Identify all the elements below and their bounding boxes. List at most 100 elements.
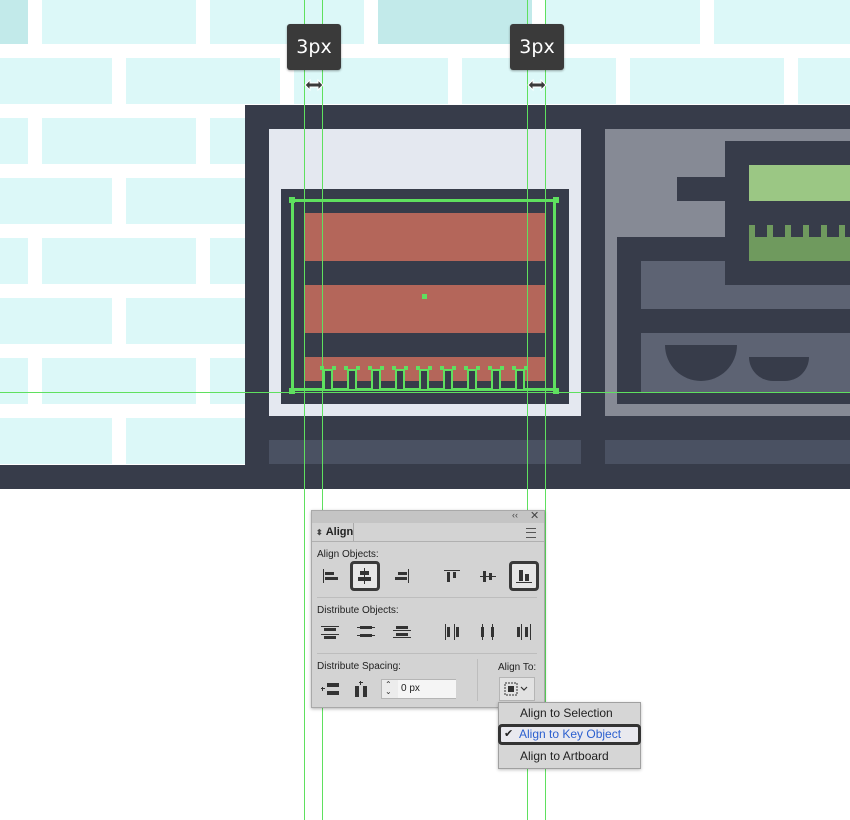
menu-item-align-to-selection[interactable]: Align to Selection xyxy=(499,703,640,724)
vertical-distribute-center-button[interactable] xyxy=(354,621,378,643)
brick xyxy=(42,118,196,164)
panel-menu-icon[interactable] xyxy=(526,528,536,538)
screen-teeth xyxy=(749,225,850,237)
vertical-align-top-button[interactable] xyxy=(440,565,464,587)
vertical-guide[interactable] xyxy=(527,0,528,820)
selection-corner-handle[interactable] xyxy=(289,197,295,203)
vertical-align-center-icon xyxy=(480,571,496,582)
spacing-input[interactable]: 0 px xyxy=(398,680,456,698)
horizontal-align-left-icon xyxy=(323,569,338,583)
brick xyxy=(630,58,784,104)
vertical-guide[interactable] xyxy=(304,0,305,820)
vertical-distribute-bottom-button[interactable] xyxy=(390,621,414,643)
brick xyxy=(378,0,532,44)
brick xyxy=(126,58,280,104)
divider-vertical xyxy=(477,659,478,701)
vertical-distribute-space-button[interactable] xyxy=(318,678,342,700)
collapse-icon[interactable]: ‹‹ xyxy=(512,510,518,520)
tab-align[interactable]: ⬍ Align xyxy=(313,523,354,541)
selection-corner-handle[interactable] xyxy=(553,197,559,203)
vertical-guide[interactable] xyxy=(545,0,546,820)
menu-item-label: Align to Selection xyxy=(520,706,613,720)
horizontal-distribute-space-icon xyxy=(355,681,367,697)
panel-title-bar[interactable]: ‹‹ ✕ xyxy=(312,510,544,523)
align-to-key-object-icon xyxy=(504,682,528,696)
monitor xyxy=(725,141,850,285)
horizontal-distribute-right-button[interactable] xyxy=(512,621,536,643)
horizontal-distribute-center-button[interactable] xyxy=(476,621,500,643)
menu-item-label: Align to Key Object xyxy=(519,727,622,741)
resize-arrow-icon xyxy=(527,78,547,92)
brick xyxy=(42,0,196,44)
brick xyxy=(0,0,28,44)
brick xyxy=(0,358,28,404)
distribute-objects-label: Distribute Objects: xyxy=(317,605,399,616)
panel-tab-row: ⬍ Align xyxy=(312,523,544,542)
vertical-distribute-top-button[interactable] xyxy=(318,621,342,643)
brick xyxy=(0,118,28,164)
selected-book-spines[interactable] xyxy=(318,362,534,392)
selection-corner-handle[interactable] xyxy=(553,388,559,394)
selection-corner-handle[interactable] xyxy=(289,388,295,394)
divider xyxy=(317,653,537,654)
align-objects-label: Align Objects: xyxy=(317,549,379,560)
brick xyxy=(714,0,850,44)
close-icon[interactable]: ✕ xyxy=(530,510,540,522)
menu-item-label: Align to Artboard xyxy=(520,749,609,763)
align-to-dropdown[interactable] xyxy=(499,677,535,701)
vertical-guide[interactable] xyxy=(322,0,323,820)
cabinet-base xyxy=(269,440,581,464)
brick xyxy=(0,238,28,284)
spacing-field[interactable]: ⌃ ⌄ 0 px xyxy=(381,679,456,699)
measure-tooltip-left: 3px xyxy=(287,24,341,70)
horizontal-distribute-space-button[interactable] xyxy=(350,678,374,700)
checkmark-icon: ✔ xyxy=(504,728,514,740)
horizontal-distribute-center-icon xyxy=(481,624,494,640)
book-row xyxy=(305,213,545,261)
brick xyxy=(546,0,700,44)
brick xyxy=(210,358,245,404)
horizontal-guide[interactable] xyxy=(0,392,850,393)
vertical-distribute-top-icon xyxy=(321,626,339,639)
measure-tooltip-right: 3px xyxy=(510,24,564,70)
horizontal-align-center-icon xyxy=(358,568,371,584)
align-to-label: Align To: xyxy=(498,662,537,673)
horizontal-align-center-button[interactable] xyxy=(350,561,380,591)
stepper-down-icon[interactable]: ⌄ xyxy=(385,687,392,696)
right-cabinet-base xyxy=(605,440,850,464)
tab-align-label: Align xyxy=(325,526,354,538)
brick xyxy=(42,238,196,284)
vertical-distribute-space-icon xyxy=(321,683,339,695)
stepper-up-icon[interactable]: ⌃ xyxy=(385,680,392,689)
vertical-align-top-icon xyxy=(444,570,460,582)
brick xyxy=(0,58,112,104)
selection-center-point xyxy=(422,294,427,299)
horizontal-align-right-icon xyxy=(395,569,409,583)
horizontal-distribute-left-button[interactable] xyxy=(440,621,464,643)
brick xyxy=(0,418,112,464)
align-to-menu: Align to Selection ✔ Align to Key Object… xyxy=(498,702,641,769)
floor-strip xyxy=(0,465,850,489)
brick xyxy=(126,178,245,224)
vertical-align-center-button[interactable] xyxy=(476,565,500,587)
vertical-align-bottom-button[interactable] xyxy=(509,561,539,591)
horizontal-distribute-left-icon xyxy=(445,624,459,640)
brick xyxy=(0,178,112,224)
brick xyxy=(210,238,245,284)
menu-item-align-to-artboard[interactable]: Align to Artboard xyxy=(499,746,640,767)
brick xyxy=(42,358,196,404)
vertical-distribute-center-icon xyxy=(357,626,375,637)
book-row xyxy=(305,285,545,333)
vertical-align-bottom-icon xyxy=(516,570,532,583)
divider xyxy=(317,597,537,598)
horizontal-align-left-button[interactable] xyxy=(318,565,342,587)
resize-arrow-icon xyxy=(304,78,324,92)
brick xyxy=(126,298,245,344)
menu-item-align-to-key-object[interactable]: ✔ Align to Key Object xyxy=(498,724,641,745)
vertical-distribute-bottom-icon xyxy=(393,626,411,638)
tab-toggle-icon: ⬍ xyxy=(316,527,323,537)
horizontal-align-right-button[interactable] xyxy=(390,565,414,587)
horizontal-distribute-right-icon xyxy=(517,624,531,640)
brick xyxy=(798,58,850,104)
brick xyxy=(126,418,245,464)
